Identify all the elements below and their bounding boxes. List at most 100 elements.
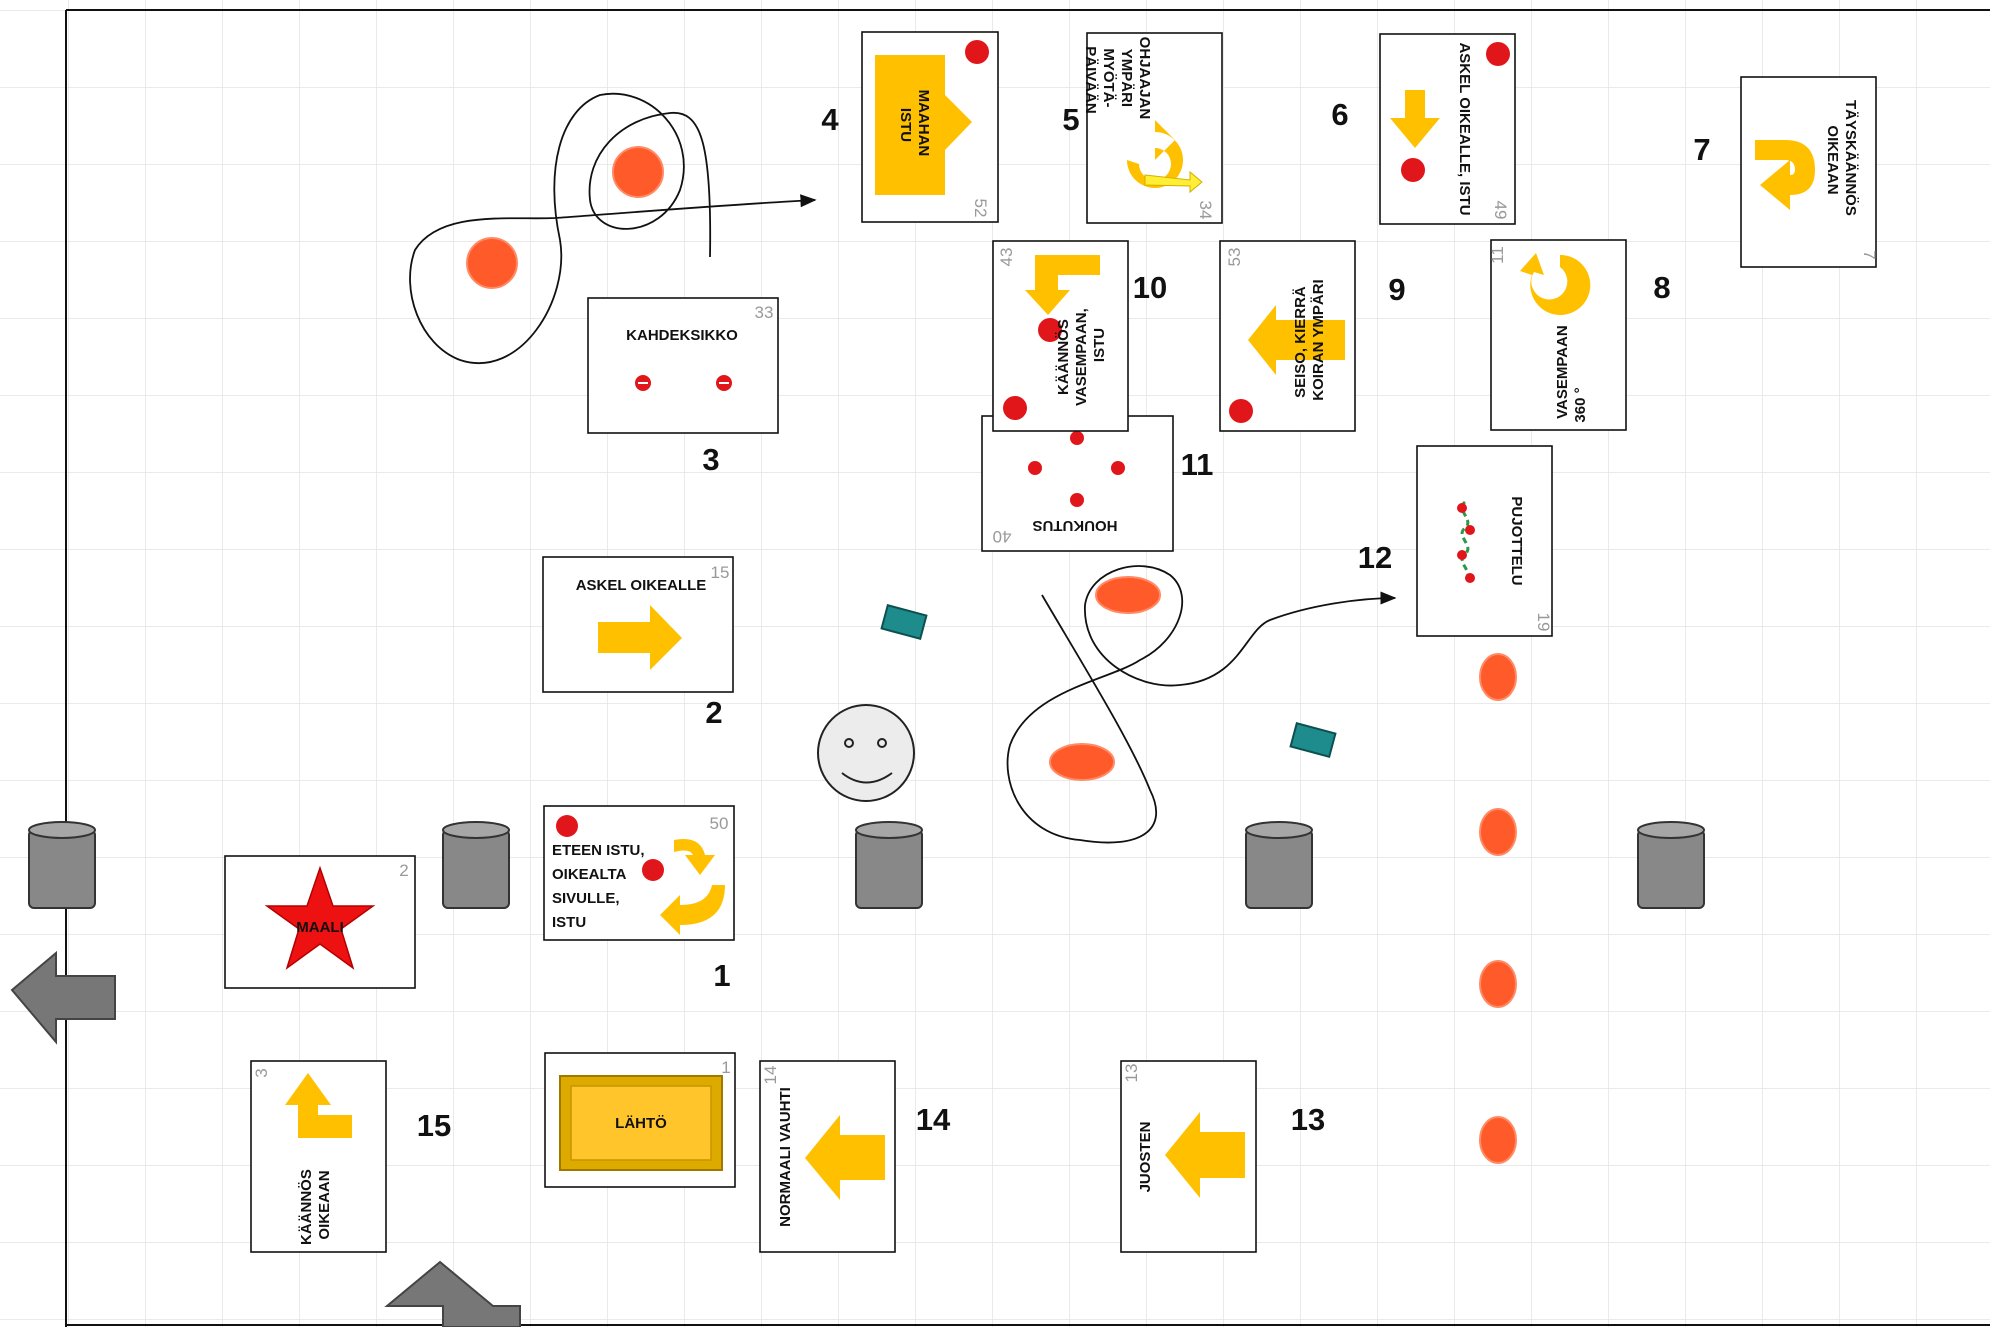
station-number: 11 <box>1181 447 1214 482</box>
cone <box>612 146 664 198</box>
drum <box>442 821 510 909</box>
svg-text:VASEMPAAN 360 °: VASEMPAAN 360 ° <box>1554 321 1589 423</box>
station-number: 4 <box>821 102 839 137</box>
svg-text:OHJAAJAN YMPÄRI MY: OHJAAJAN YMPÄRI MYÖTÄ- PÄIVÄÄN <box>1082 37 1153 124</box>
smiley-figure <box>817 704 915 802</box>
drum <box>1637 821 1705 909</box>
drum <box>855 821 923 909</box>
station-number: 5 <box>1062 102 1079 137</box>
card-number: 14 <box>761 1066 780 1085</box>
svg-text:SEISO, KIERRÄ KOIRAN YMP: SEISO, KIERRÄ KOIRAN YMPÄRI <box>1292 279 1327 400</box>
sign-1: 50 ETEEN ISTU, OIKEALTA SIVULLE, ISTU <box>543 805 735 941</box>
exit-arrow <box>10 950 116 1045</box>
sign-13: JUOSTEN 13 <box>1120 1060 1257 1253</box>
station-number: 13 <box>1291 1102 1325 1137</box>
sign-label: OIKEAAN <box>1824 125 1841 194</box>
sign-label: MAAHAN <box>915 90 932 157</box>
sign-12: PUJOTTELU 19 <box>1416 445 1553 637</box>
card-number: 53 <box>1225 248 1244 267</box>
card-number: 11 <box>1488 246 1507 264</box>
start-sign: LÄHTÖ 1 <box>544 1052 736 1188</box>
sign-10: KÄÄNNÖS VASEMPAAN, ISTU 43 <box>992 240 1129 432</box>
handler-path <box>409 92 817 364</box>
sign-label: ISTU <box>897 108 914 142</box>
toy <box>1289 722 1337 758</box>
card-number: 34 <box>1196 201 1215 220</box>
sign-label: ISTU <box>1091 328 1108 362</box>
cone <box>1479 1116 1517 1164</box>
sign-label: JUOSTEN <box>1137 1122 1154 1193</box>
sign-4: MAAHAN ISTU 52 <box>861 31 999 223</box>
sign-label: SIVULLE, <box>552 890 620 907</box>
sign-label: YMPÄRI <box>1118 49 1135 107</box>
sign-11: HOUKUTUS 40 <box>981 415 1174 552</box>
sign-9: SEISO, KIERRÄ KOIRAN YMPÄRI 53 <box>1219 240 1356 432</box>
station-number: 9 <box>1388 272 1405 307</box>
card-number: 52 <box>971 199 990 218</box>
finish-label: MAALI <box>296 919 344 936</box>
sign-label: VASEMPAAN, <box>1073 308 1090 406</box>
sign-label: VASEMPAAN <box>1554 325 1571 419</box>
drum <box>1245 821 1313 909</box>
svg-text:TÄYSKÄÄNNÖS OIKEAAN: TÄYSKÄÄNNÖS OIKEAAN <box>1824 100 1859 220</box>
sign-label: KAHDEKSIKKO <box>626 327 738 344</box>
card-number: 43 <box>997 248 1016 267</box>
cone <box>1479 960 1517 1008</box>
cone <box>1049 743 1115 781</box>
card-number: 7 <box>1860 250 1879 259</box>
handler-path <box>1006 565 1397 844</box>
card-number: 13 <box>1122 1064 1141 1083</box>
sign-2: ASKEL OIKEALLE 15 <box>542 556 734 693</box>
cone <box>1095 576 1161 614</box>
card-number: 19 <box>1534 613 1553 632</box>
station-number: 7 <box>1693 132 1710 167</box>
toy <box>880 604 928 640</box>
station-number: 10 <box>1133 270 1167 305</box>
station-number: 12 <box>1358 540 1392 575</box>
card-number: 3 <box>252 1068 271 1077</box>
sign-label: OIKEAAN <box>316 1170 333 1239</box>
sign-label: PUJOTTELU <box>1508 496 1525 585</box>
sign-label: OHJAAJAN <box>1136 37 1153 120</box>
sign-label: TÄYSKÄÄNNÖS <box>1842 100 1859 216</box>
sign-6: ASKEL OIKEALLE, ISTU 49 <box>1379 33 1516 225</box>
sign-label: MYÖTÄ- <box>1100 48 1117 107</box>
card-number: 50 <box>710 814 729 833</box>
sign-label: KÄÄNNÖS <box>1055 319 1072 395</box>
station-number: 2 <box>705 695 722 730</box>
card-number: 1 <box>721 1058 730 1077</box>
sign-15: KÄÄNNÖS OIKEAAN 3 <box>250 1060 387 1253</box>
sign-label: HOUKUTUS <box>1033 517 1118 534</box>
sign-label: ASKEL OIKEALLE, ISTU <box>1456 42 1473 215</box>
station-number: 6 <box>1331 97 1348 132</box>
sign-label: 360 ° <box>1572 387 1589 422</box>
sign-label: KÄÄNNÖS <box>298 1169 315 1245</box>
card-number: 33 <box>755 303 774 322</box>
sign-label: ASKEL OIKEALLE <box>576 577 707 594</box>
station-number: 8 <box>1653 270 1670 305</box>
sign-5: OHJAAJAN YMPÄRI MYÖTÄ- PÄIVÄÄN 34 <box>1082 32 1223 224</box>
card-number: 49 <box>1491 201 1510 220</box>
sign-label: OIKEALTA <box>552 866 627 883</box>
sign-14: NORMAALI VAUHTI 14 <box>759 1060 896 1253</box>
sign-label: SEISO, KIERRÄ <box>1292 286 1309 398</box>
sign-7: TÄYSKÄÄNNÖS OIKEAAN 7 <box>1740 76 1879 268</box>
svg-text:KÄÄNNÖS OIKEAAN: KÄÄNNÖS OIKEAAN <box>298 1165 333 1245</box>
cone <box>1479 808 1517 856</box>
drum <box>28 821 96 909</box>
sign-label: PÄIVÄÄN <box>1082 46 1099 114</box>
station-number: 3 <box>702 442 719 477</box>
station-number: 15 <box>417 1108 451 1143</box>
svg-text:MAAHAN ISTU: MAAHAN ISTU <box>897 90 932 161</box>
card-number: 2 <box>399 861 408 880</box>
sign-label: NORMAALI VAUHTI <box>777 1087 794 1227</box>
svg-text:KÄÄNNÖS VASEMPAAN,: KÄÄNNÖS VASEMPAAN, ISTU <box>1055 304 1108 406</box>
sign-label: ISTU <box>552 914 586 931</box>
finish-sign: MAALI 2 <box>224 855 416 989</box>
sign-3: KAHDEKSIKKO 33 <box>587 297 779 434</box>
cone <box>466 237 518 289</box>
entry-arrow <box>384 1260 521 1327</box>
card-number: 15 <box>711 563 730 582</box>
sign-8: VASEMPAAN 360 ° 11 <box>1488 239 1627 431</box>
